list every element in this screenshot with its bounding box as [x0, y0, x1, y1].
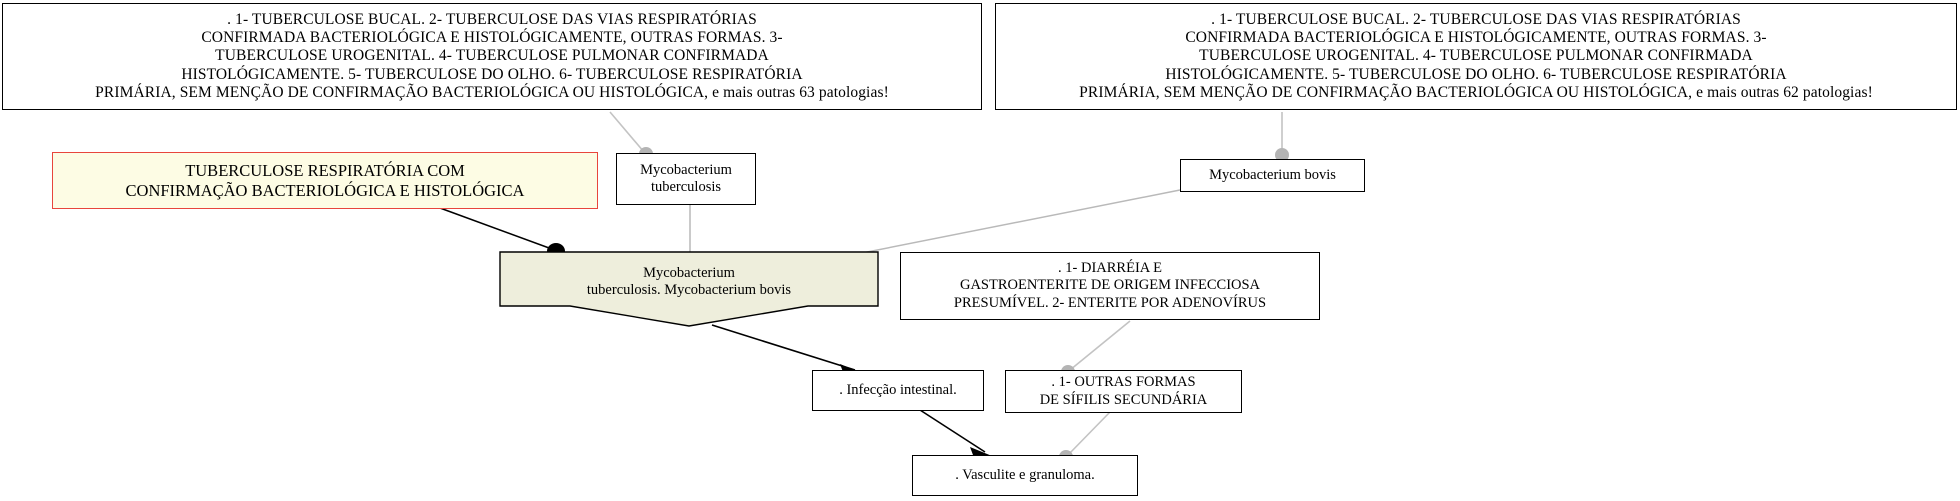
node-label: TUBERCULOSE RESPIRATÓRIA COM CONFIRMAÇÃO…	[125, 161, 525, 200]
node-label: . 1- OUTRAS FORMAS DE SÍFILIS SECUNDÁRIA	[1039, 374, 1208, 408]
node-tuberculose-respiratoria-confirmada[interactable]: TUBERCULOSE RESPIRATÓRIA COM CONFIRMAÇÃO…	[52, 152, 598, 209]
node-label: Mycobacterium tuberculosis	[640, 161, 732, 195]
node-diarreia-gastroenterite[interactable]: . 1- DIARRÉIA E GASTROENTERITE DE ORIGEM…	[900, 252, 1320, 320]
node-label: Mycobacterium tuberculosis. Mycobacteriu…	[586, 265, 792, 299]
node-label: Mycobacterium bovis	[1209, 166, 1336, 183]
node-outras-formas-sifilis-secundaria[interactable]: . 1- OUTRAS FORMAS DE SÍFILIS SECUNDÁRIA	[1005, 370, 1242, 413]
node-vasculite-e-granuloma[interactable]: . Vasculite e granuloma.	[912, 455, 1138, 496]
node-infeccao-intestinal[interactable]: . Infecção intestinal.	[812, 370, 984, 411]
edge-myco-bovis-to-myco-both	[856, 189, 1181, 255]
node-mycobacterium-tuberculosis-bovis[interactable]: Mycobacterium tuberculosis. Mycobacteriu…	[498, 250, 880, 328]
node-label: . Infecção intestinal.	[839, 381, 957, 398]
node-label: . 1- DIARRÉIA E GASTROENTERITE DE ORIGEM…	[953, 260, 1267, 311]
edge-myco-bovis-to-tb-list-right	[1275, 112, 1289, 162]
node-tuberculose-list-left[interactable]: . 1- TUBERCULOSE BUCAL. 2- TUBERCULOSE D…	[2, 3, 982, 110]
node-label: . 1- TUBERCULOSE BUCAL. 2- TUBERCULOSE D…	[1079, 10, 1873, 101]
node-mycobacterium-tuberculosis[interactable]: Mycobacterium tuberculosis	[616, 153, 756, 205]
node-label: . 1- TUBERCULOSE BUCAL. 2- TUBERCULOSE D…	[95, 10, 889, 101]
node-tuberculose-list-right[interactable]: . 1- TUBERCULOSE BUCAL. 2- TUBERCULOSE D…	[995, 3, 1957, 110]
pentagon-shape	[499, 251, 879, 327]
node-mycobacterium-bovis[interactable]: Mycobacterium bovis	[1180, 159, 1365, 192]
node-label: . Vasculite e granuloma.	[955, 466, 1095, 483]
